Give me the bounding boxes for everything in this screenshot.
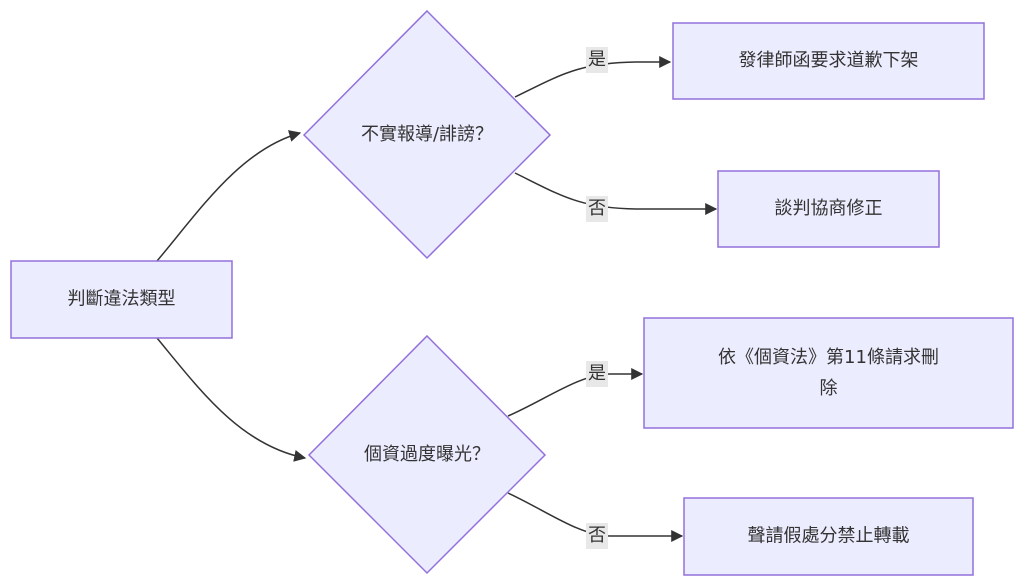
node-b1-label-line1: 依《個資法》第11條請求刪 <box>718 347 939 368</box>
node-root <box>10 260 233 339</box>
edge-label-q2-no: 否 <box>588 525 606 546</box>
edge-root-to-q1 <box>156 130 302 262</box>
edge-label-q2-no-bg <box>586 523 608 549</box>
node-a2-label: 談判協商修正 <box>775 198 883 219</box>
node-q2-label: 個資過度曝光？ <box>364 444 490 465</box>
node-b1-label-line2: 除 <box>820 378 838 399</box>
node-b2 <box>683 497 974 576</box>
edge-label-q1-no-bg <box>586 196 608 222</box>
node-b1 <box>643 317 1014 429</box>
node-q2 <box>307 334 547 575</box>
node-q1-label: 不實報導/誹謗？ <box>361 124 493 145</box>
edge-label-q1-yes: 是 <box>588 49 606 70</box>
edge-q1-to-a1 <box>514 56 672 98</box>
node-root-label: 判斷違法類型 <box>68 289 176 310</box>
node-b2-label: 聲請假處分禁止轉載 <box>748 526 910 547</box>
node-a2 <box>717 170 940 248</box>
node-q1 <box>302 9 552 260</box>
node-a1 <box>672 22 985 100</box>
edge-root-to-q2 <box>156 337 307 462</box>
edge-label-q1-no: 否 <box>588 198 606 219</box>
edge-label-q2-yes: 是 <box>588 363 606 384</box>
edge-q2-to-b1 <box>507 368 644 417</box>
edge-q1-to-a2 <box>514 172 718 215</box>
node-a1-label: 發律師函要求道歉下架 <box>739 50 919 71</box>
edge-label-q2-yes-bg <box>586 361 608 387</box>
edge-label-q1-yes-bg <box>586 47 608 73</box>
